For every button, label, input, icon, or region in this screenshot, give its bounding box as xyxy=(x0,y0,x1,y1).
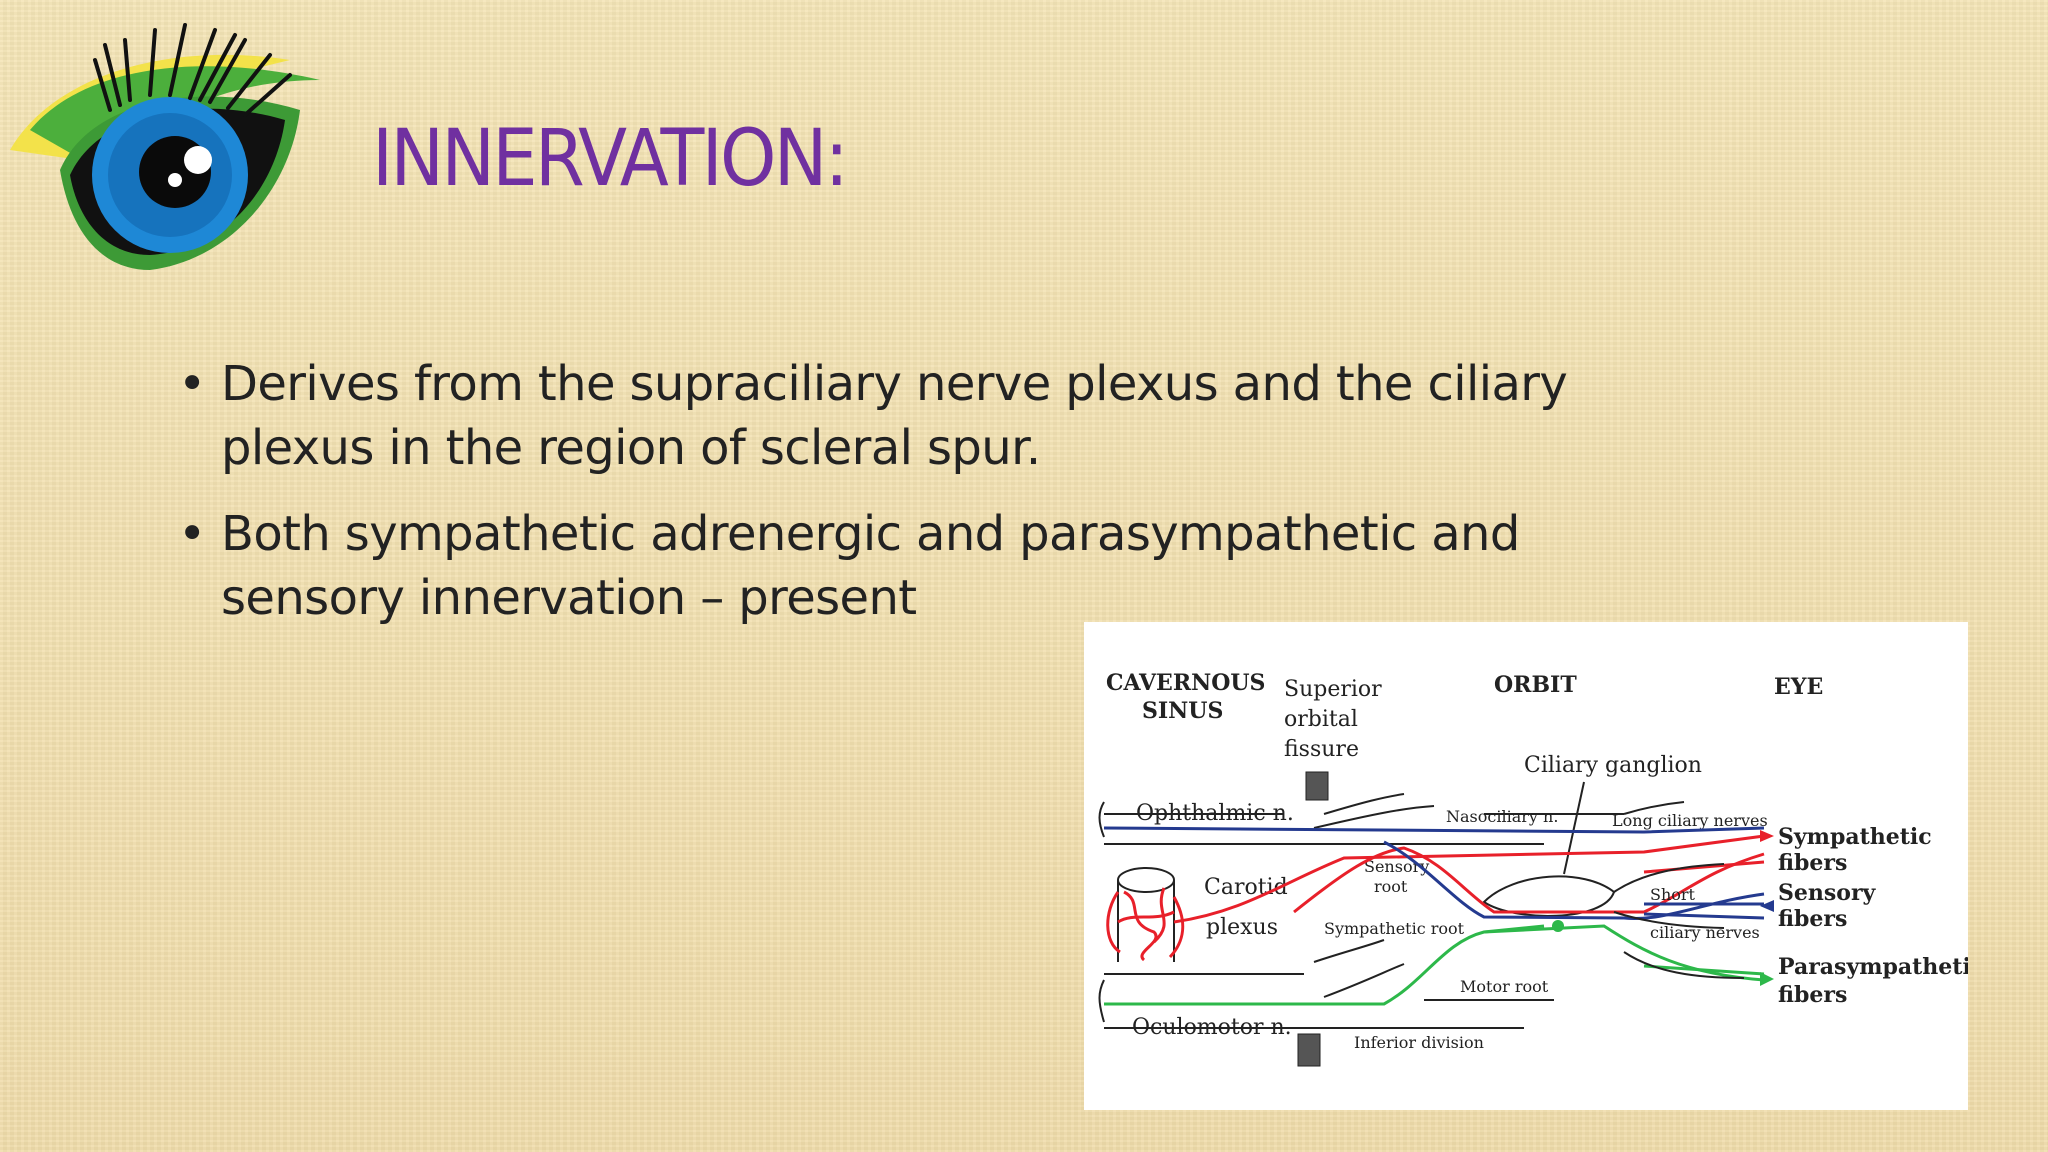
oculomotor-label: Oculomotor n. xyxy=(1132,1015,1292,1040)
legend-sensory-fibers-label: fibers xyxy=(1778,906,1847,932)
region-label-cavernous: CAVERNOUS xyxy=(1106,670,1265,696)
ciliary-nerves-label: ciliary nerves xyxy=(1650,923,1760,942)
sensory-root-label-2: root xyxy=(1374,877,1408,896)
short-ciliary-outline xyxy=(1613,863,1745,979)
innervation-diagram-svg: CAVERNOUS SINUS Superior orbital fissure… xyxy=(1098,670,1968,1067)
oculomotor-nerve-outline xyxy=(1098,939,1554,1029)
nasociliary-label: Nasociliary n. xyxy=(1446,807,1558,826)
sympathetic-arrow-icon xyxy=(1760,830,1774,842)
bullet-text-line: Derives from the supraciliary nerve plex… xyxy=(221,356,1568,412)
bullet-text-line: plexus in the region of scleral spur. xyxy=(221,420,1041,476)
region-label-orbit: ORBIT xyxy=(1494,672,1577,698)
carotid-artery xyxy=(1106,867,1185,962)
region-label-orbital: orbital xyxy=(1284,707,1358,732)
plexus-label: plexus xyxy=(1206,915,1278,940)
parasympathetic-synapse-dot xyxy=(1552,920,1564,932)
ciliary-ganglion-shape xyxy=(1482,875,1616,917)
long-ciliary-label: Long ciliary nerves xyxy=(1612,811,1768,830)
inferior-division-label: Inferior division xyxy=(1354,1033,1484,1052)
bullet-list: • Derives from the supraciliary nerve pl… xyxy=(176,352,1636,652)
sensory-arrow-icon xyxy=(1760,900,1774,912)
legend-parasympathetic-fibers-label: fibers xyxy=(1778,982,1847,1008)
sensory-fibers xyxy=(1103,826,1765,921)
fissure-block-bottom xyxy=(1297,1033,1321,1067)
region-label-fissure: fissure xyxy=(1284,737,1359,762)
legend-sympathetic-fibers-label: fibers xyxy=(1778,850,1847,876)
ciliary-ganglion-pointer xyxy=(1563,781,1585,875)
region-label-eye: EYE xyxy=(1774,674,1823,700)
ophthalmic-label: Ophthalmic n. xyxy=(1136,801,1294,826)
sympathetic-fibers xyxy=(1173,834,1765,924)
legend-sensory-label: Sensory xyxy=(1778,880,1877,906)
eye-logo-icon xyxy=(10,23,320,270)
bullet-text-line: sensory innervation – present xyxy=(221,570,917,626)
parasympathetic-fibers xyxy=(1104,924,1765,1006)
legend-sympathetic-label: Sympathetic xyxy=(1778,824,1932,850)
region-label-superior: Superior xyxy=(1284,677,1382,702)
motor-root-label: Motor root xyxy=(1460,977,1549,996)
carotid-label: Carotid xyxy=(1204,875,1288,900)
short-label: Short xyxy=(1650,885,1696,904)
sympathetic-root-label: Sympathetic root xyxy=(1324,919,1465,938)
region-label-sinus: SINUS xyxy=(1142,698,1223,724)
legend-parasympathetic-label: Parasympathetic xyxy=(1778,954,1968,980)
innervation-diagram: CAVERNOUS SINUS Superior orbital fissure… xyxy=(1084,622,1968,1110)
fissure-block-top xyxy=(1305,771,1329,801)
bullet-item: • Derives from the supraciliary nerve pl… xyxy=(176,352,1636,480)
bullet-item: • Both sympathetic adrenergic and parasy… xyxy=(176,502,1636,630)
ciliary-ganglion-label: Ciliary ganglion xyxy=(1524,753,1702,778)
parasympathetic-arrow-icon xyxy=(1760,972,1774,986)
bullet-dot: • xyxy=(178,506,206,562)
bullet-text-line: Both sympathetic adrenergic and parasymp… xyxy=(221,506,1520,562)
ophthalmic-nerve-outline xyxy=(1098,793,1685,845)
slide-title: INNERVATION: xyxy=(372,114,849,204)
bullet-dot: • xyxy=(178,356,206,412)
